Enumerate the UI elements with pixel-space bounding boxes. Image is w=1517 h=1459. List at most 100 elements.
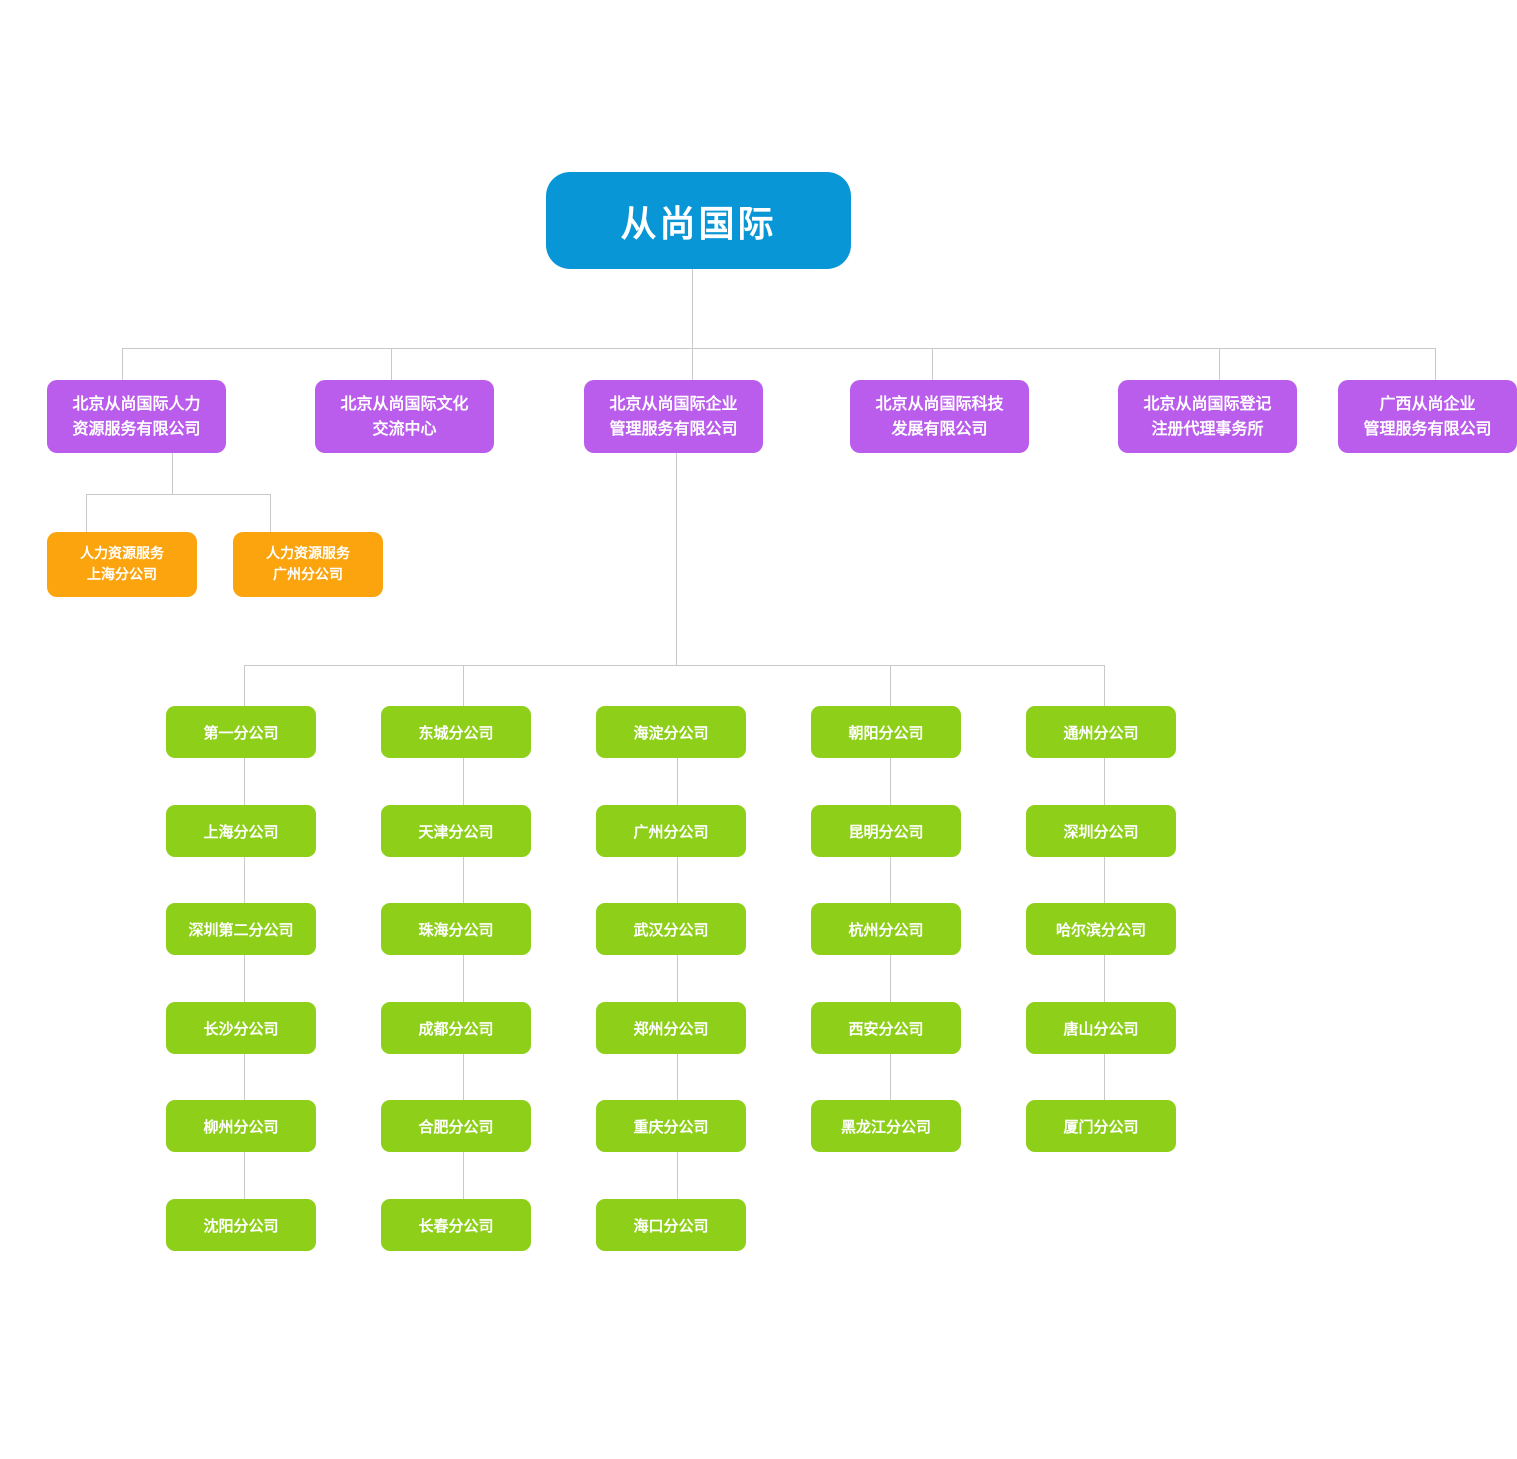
subsidiary-node-4: 北京从尚国际登记注册代理事务所	[1118, 380, 1297, 453]
city-branch-node-c3-r1: 昆明分公司	[811, 805, 961, 857]
connector-line	[244, 955, 245, 1002]
connector-line	[122, 348, 123, 380]
city-branch-node-c4-r2: 哈尔滨分公司	[1026, 903, 1176, 955]
connector-line	[677, 758, 678, 805]
city-branch-node-c3-r2-label: 杭州分公司	[848, 920, 924, 939]
root-company-node: 从尚国际	[546, 172, 851, 269]
connector-line	[244, 665, 1104, 666]
city-branch-node-c3-r4-label: 黑龙江分公司	[840, 1117, 931, 1136]
connector-line	[1104, 758, 1105, 805]
connector-line	[270, 494, 271, 532]
city-branch-node-c0-r0: 第一分公司	[166, 706, 316, 758]
subsidiary-node-5: 广西从尚企业管理服务有限公司	[1338, 380, 1517, 453]
connector-line	[1104, 955, 1105, 1002]
connector-line	[463, 1054, 464, 1100]
city-branch-node-c2-r4-label: 重庆分公司	[633, 1117, 709, 1136]
connector-line	[244, 857, 245, 903]
subsidiary-node-5-label: 管理服务有限公司	[1363, 418, 1492, 438]
connector-line	[244, 1054, 245, 1100]
subsidiary-node-3-label: 北京从尚国际科技	[875, 393, 1004, 413]
connector-line	[676, 453, 677, 665]
connector-line	[890, 758, 891, 805]
connector-line	[463, 758, 464, 805]
subsidiary-node-5-label: 广西从尚企业	[1379, 393, 1476, 413]
subsidiary-node-0: 北京从尚国际人力资源服务有限公司	[47, 380, 226, 453]
city-branch-node-c4-r1-label: 深圳分公司	[1063, 822, 1139, 841]
connector-line	[932, 348, 933, 380]
connector-line	[1219, 348, 1220, 380]
city-branch-node-c1-r5: 长春分公司	[381, 1199, 531, 1251]
connector-line	[1104, 857, 1105, 903]
subsidiary-node-0-label: 北京从尚国际人力	[72, 393, 201, 413]
city-branch-node-c3-r2: 杭州分公司	[811, 903, 961, 955]
connector-line	[890, 1054, 891, 1100]
city-branch-node-c0-r2-label: 深圳第二分公司	[188, 920, 294, 939]
subsidiary-node-2-label: 北京从尚国际企业	[609, 393, 738, 413]
city-branch-node-c1-r1-label: 天津分公司	[418, 822, 494, 841]
city-branch-node-c4-r0-label: 通州分公司	[1063, 723, 1139, 742]
hr-branch-node-1-label: 人力资源服务	[266, 545, 350, 562]
connector-line	[677, 857, 678, 903]
subsidiary-node-4-label: 注册代理事务所	[1151, 418, 1264, 438]
city-branch-node-c0-r5: 沈阳分公司	[166, 1199, 316, 1251]
connector-line	[244, 758, 245, 805]
connector-line	[244, 665, 245, 706]
city-branch-node-c1-r0-label: 东城分公司	[418, 723, 494, 742]
city-branch-node-c3-r0: 朝阳分公司	[811, 706, 961, 758]
city-branch-node-c2-r3: 郑州分公司	[596, 1002, 746, 1054]
connector-line	[463, 955, 464, 1002]
city-branch-node-c1-r4: 合肥分公司	[381, 1100, 531, 1152]
city-branch-node-c3-r4: 黑龙江分公司	[811, 1100, 961, 1152]
city-branch-node-c4-r0: 通州分公司	[1026, 706, 1176, 758]
connector-line	[463, 665, 464, 706]
city-branch-node-c2-r0: 海淀分公司	[596, 706, 746, 758]
connector-line	[172, 453, 173, 494]
city-branch-node-c4-r3: 唐山分公司	[1026, 1002, 1176, 1054]
city-branch-node-c2-r4: 重庆分公司	[596, 1100, 746, 1152]
city-branch-node-c0-r1: 上海分公司	[166, 805, 316, 857]
city-branch-node-c1-r0: 东城分公司	[381, 706, 531, 758]
city-branch-node-c2-r5-label: 海口分公司	[633, 1216, 709, 1235]
connector-line	[677, 1054, 678, 1100]
subsidiary-node-2: 北京从尚国际企业管理服务有限公司	[584, 380, 763, 453]
connector-line	[244, 1152, 245, 1199]
connector-line	[86, 494, 87, 532]
connector-line	[122, 348, 1435, 349]
subsidiary-node-3-label: 发展有限公司	[891, 418, 988, 438]
city-branch-node-c1-r3-label: 成都分公司	[418, 1019, 494, 1038]
city-branch-node-c0-r2: 深圳第二分公司	[166, 903, 316, 955]
city-branch-node-c0-r1-label: 上海分公司	[203, 822, 279, 841]
hr-branch-node-0-label: 人力资源服务	[80, 545, 164, 562]
connector-line	[86, 494, 270, 495]
hr-branch-node-1-label: 广州分公司	[273, 566, 343, 583]
subsidiary-node-4-label: 北京从尚国际登记	[1143, 393, 1272, 413]
city-branch-node-c2-r2-label: 武汉分公司	[633, 920, 709, 939]
city-branch-node-c0-r4: 柳州分公司	[166, 1100, 316, 1152]
city-branch-node-c1-r2-label: 珠海分公司	[418, 920, 494, 939]
city-branch-node-c3-r3-label: 西安分公司	[848, 1019, 924, 1038]
connector-line	[391, 348, 392, 380]
connector-line	[463, 857, 464, 903]
city-branch-node-c3-r3: 西安分公司	[811, 1002, 961, 1054]
connector-line	[677, 1152, 678, 1199]
city-branch-node-c1-r3: 成都分公司	[381, 1002, 531, 1054]
subsidiary-node-3: 北京从尚国际科技发展有限公司	[850, 380, 1029, 453]
city-branch-node-c1-r2: 珠海分公司	[381, 903, 531, 955]
city-branch-node-c2-r5: 海口分公司	[596, 1199, 746, 1251]
city-branch-node-c3-r1-label: 昆明分公司	[848, 822, 924, 841]
connector-line	[890, 665, 891, 706]
subsidiary-node-1-label: 交流中心	[372, 418, 437, 438]
city-branch-node-c0-r3: 长沙分公司	[166, 1002, 316, 1054]
city-branch-node-c0-r0-label: 第一分公司	[203, 723, 279, 742]
hr-branch-node-0-label: 上海分公司	[87, 566, 157, 583]
connector-line	[692, 269, 693, 380]
connector-line	[463, 1152, 464, 1199]
connector-line	[1104, 665, 1105, 706]
hr-branch-node-0: 人力资源服务上海分公司	[47, 532, 197, 597]
city-branch-node-c4-r1: 深圳分公司	[1026, 805, 1176, 857]
subsidiary-node-1-label: 北京从尚国际文化	[340, 393, 469, 413]
city-branch-node-c2-r1-label: 广州分公司	[633, 822, 709, 841]
city-branch-node-c0-r3-label: 长沙分公司	[203, 1019, 279, 1038]
city-branch-node-c1-r5-label: 长春分公司	[418, 1216, 494, 1235]
